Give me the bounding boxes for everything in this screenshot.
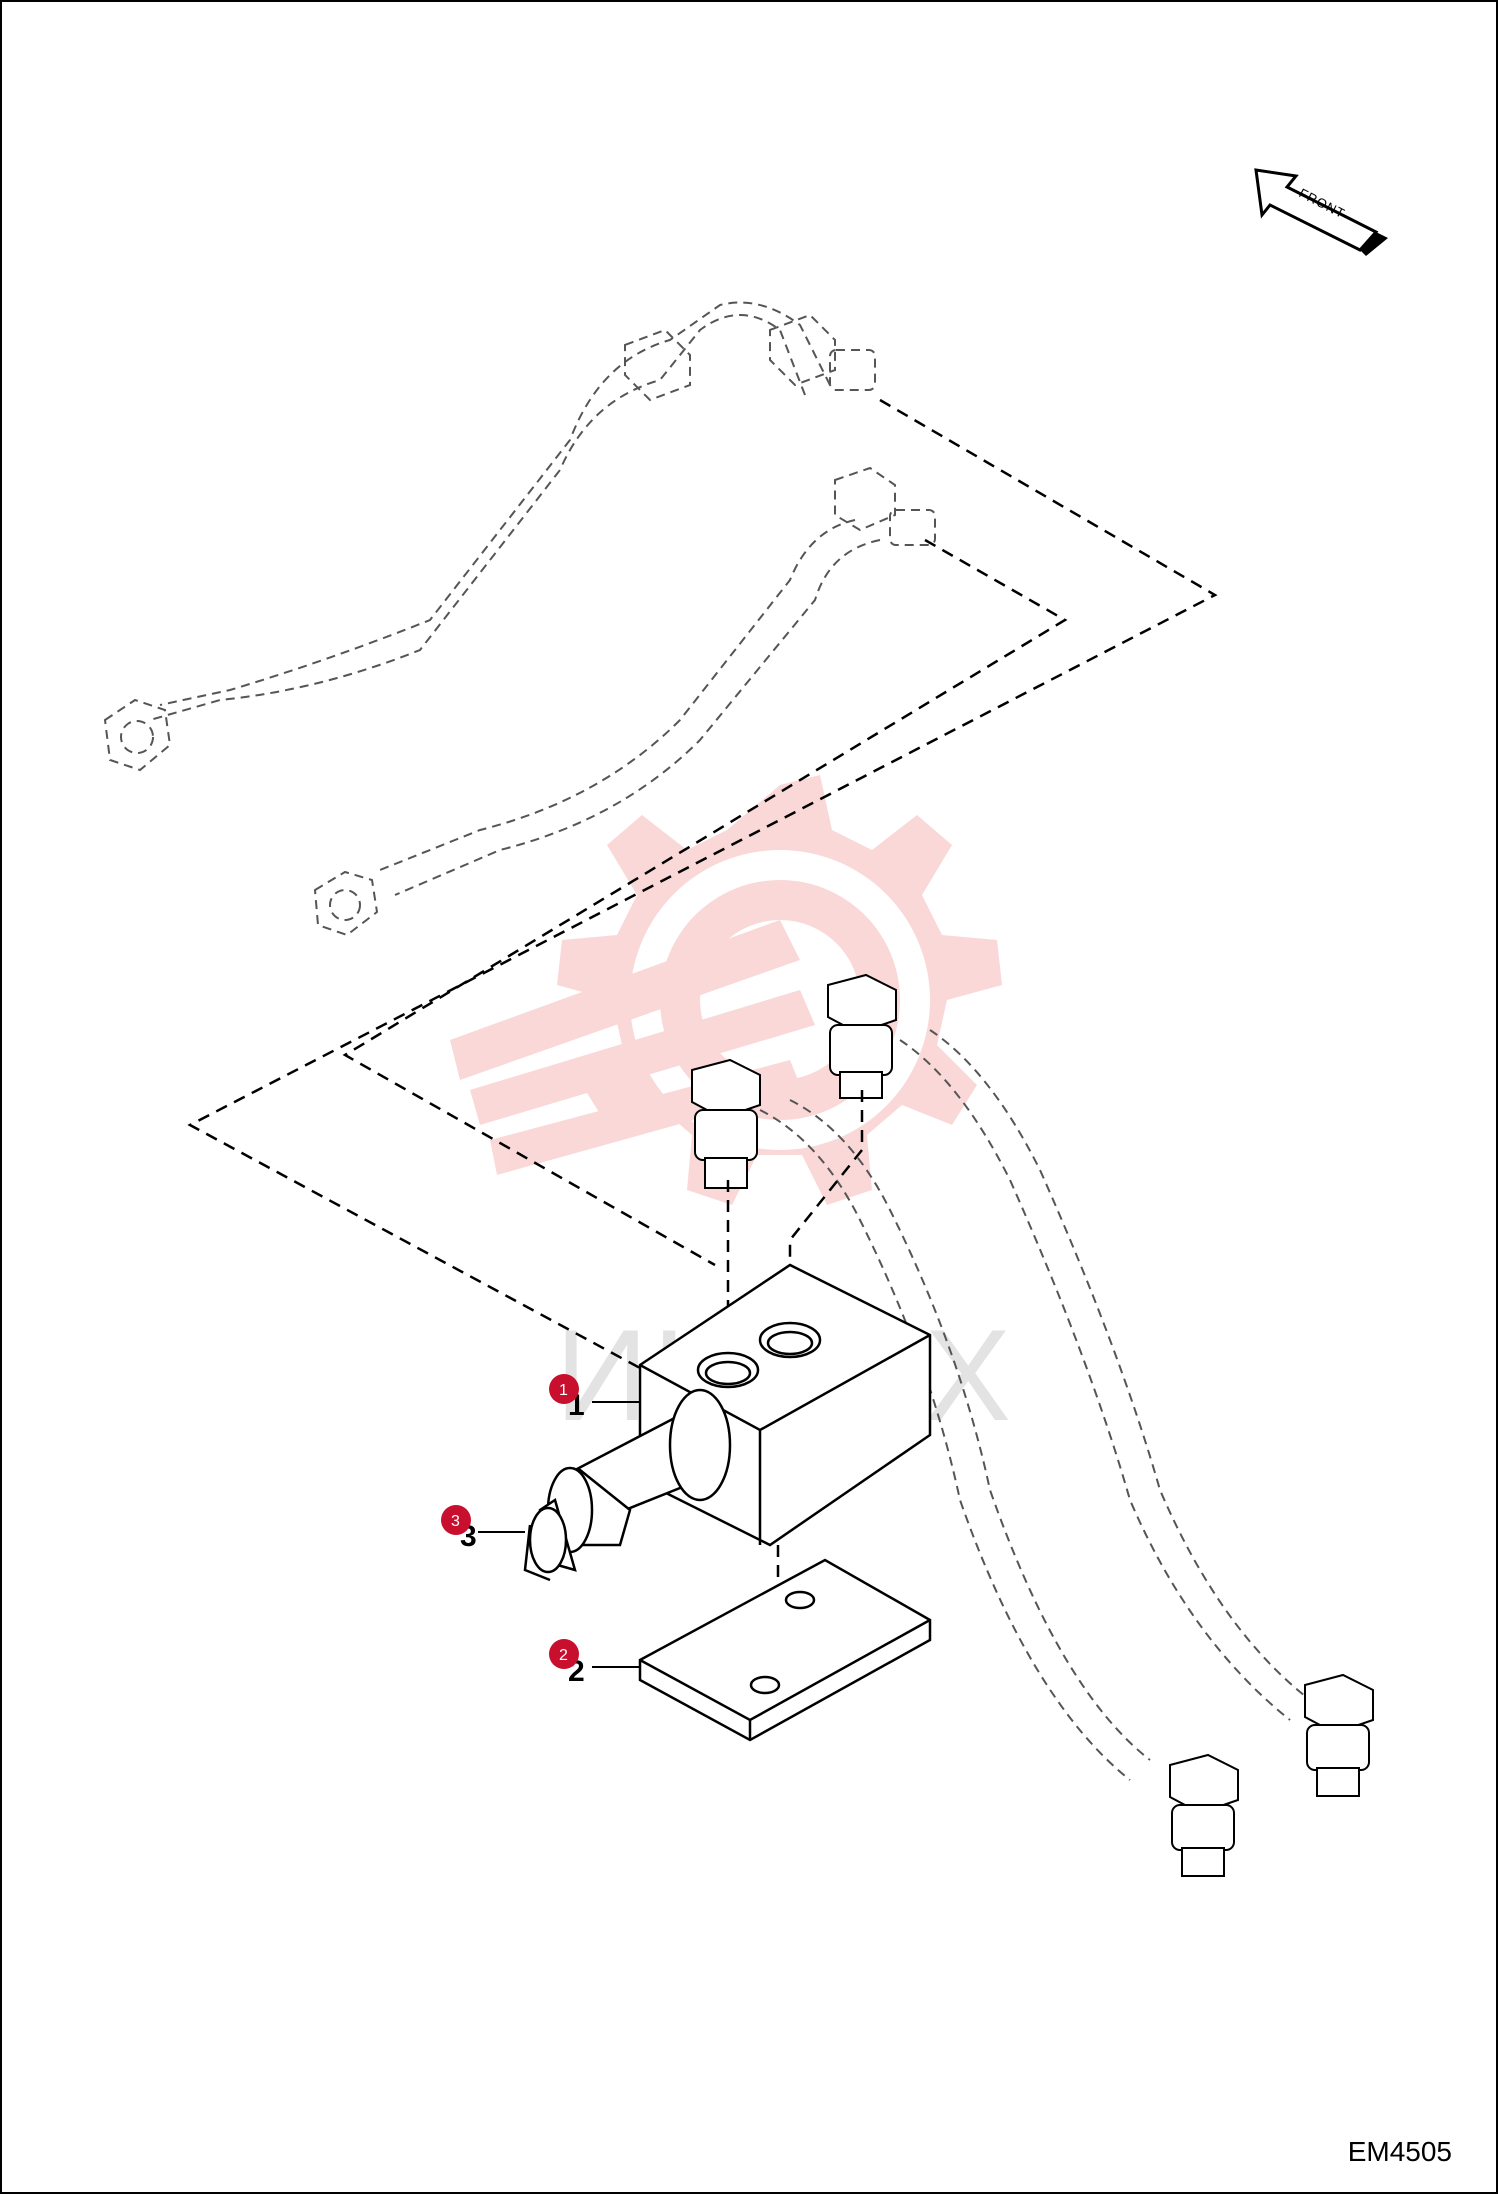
lower-right-hose (899, 1029, 1311, 1721)
fitting-left (691, 1058, 761, 1189)
callout-3: 3 3 (441, 1505, 525, 1553)
callout-badge-3 (441, 1505, 471, 1535)
svg-text:2: 2 (559, 1647, 568, 1664)
callout-badge-2 (549, 1639, 579, 1669)
middle-hose (313, 466, 936, 937)
fitting-lower-left-end (1169, 1753, 1239, 1877)
lower-left-hose (759, 1099, 1151, 1781)
callout-1: 1 1 (549, 1374, 640, 1422)
upper-hose (103, 301, 876, 772)
callout-2: 2 2 (549, 1639, 640, 1688)
fitting-right (827, 973, 897, 1099)
cartridge-knob (523, 1388, 732, 1582)
mounting-plate (638, 1558, 932, 1742)
drawing-code: EM4505 (1347, 2136, 1452, 2167)
fitting-lower-right-end (1304, 1673, 1374, 1797)
callout-badge-1 (549, 1374, 579, 1404)
svg-text:3: 3 (451, 1513, 460, 1530)
front-arrow-icon: FRONT (1254, 168, 1388, 256)
svg-text:1: 1 (559, 1382, 568, 1399)
